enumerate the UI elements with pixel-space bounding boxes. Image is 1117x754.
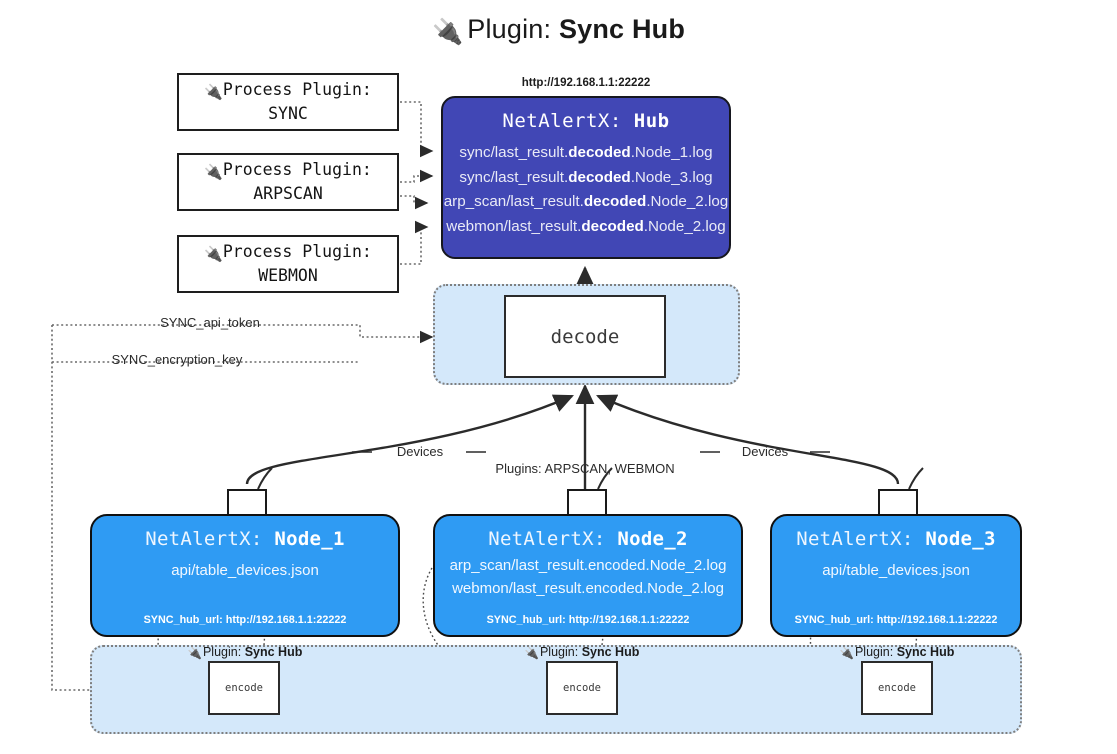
node-title: NetAlertX: Node_3 bbox=[772, 528, 1020, 550]
page-title-prefix: Plugin: bbox=[467, 14, 552, 44]
process-plugin-heading: 🔌Process Plugin: bbox=[204, 241, 372, 265]
node-title-name: Node_2 bbox=[617, 528, 688, 550]
node-title: NetAlertX: Node_1 bbox=[92, 528, 398, 550]
node-line: webmon/last_result.encoded.Node_2.log bbox=[452, 579, 724, 597]
label-sync-api-token: SYNC_api_token bbox=[160, 315, 260, 330]
node-line: arp_scan/last_result.encoded.Node_2.log bbox=[449, 557, 727, 574]
process-plugin-name: SYNC bbox=[268, 104, 308, 124]
hub-log-bold: decoded bbox=[568, 168, 631, 186]
node-title-name: Node_1 bbox=[274, 528, 345, 550]
plug-icon: 🔌 bbox=[839, 648, 854, 660]
hub-log-row: sync/last_result.decoded.Node_3.log bbox=[443, 166, 729, 191]
encode-plugin-name: Sync Hub bbox=[581, 645, 640, 659]
hub-log-post: .Node_2.log bbox=[646, 193, 729, 211]
encode-box-3[interactable]: encode bbox=[861, 661, 933, 715]
hub-log-pre: webmon/last_result. bbox=[446, 217, 582, 235]
node-footer: SYNC_hub_url: http://192.168.1.1:22222 bbox=[794, 614, 998, 626]
node-footer: SYNC_hub_url: http://192.168.1.1:22222 bbox=[486, 614, 690, 626]
hub-url-label: http://192.168.1.1:22222 bbox=[521, 77, 651, 89]
hub-log-row: webmon/last_result.decoded.Node_2.log bbox=[443, 215, 729, 240]
process-plugin-line1: Process Plugin: bbox=[222, 80, 372, 100]
node-footer: SYNC_hub_url: http://192.168.1.1:22222 bbox=[143, 614, 347, 626]
node-title: NetAlertX: Node_2 bbox=[435, 528, 741, 550]
plug-icon: 🔌 bbox=[204, 83, 223, 102]
encode-plugin-name: Sync Hub bbox=[896, 645, 955, 659]
hub-node[interactable]: NetAlertX: Hub sync/last_result.decoded.… bbox=[441, 96, 731, 259]
encode-plugin-prefix: Plugin: bbox=[202, 645, 242, 659]
node-box-node-1[interactable]: NetAlertX: Node_1 api/table_devices.json… bbox=[90, 514, 400, 637]
process-plugin-heading: 🔌Process Plugin: bbox=[204, 159, 372, 183]
process-plugin-line1: Process Plugin: bbox=[222, 242, 372, 262]
process-plugin-heading: 🔌Process Plugin: bbox=[204, 79, 372, 103]
node-title-prefix: NetAlertX: bbox=[796, 528, 914, 550]
process-plugin-name: ARPSCAN bbox=[253, 184, 323, 204]
page-title-name: Sync Hub bbox=[558, 14, 686, 44]
process-plugin-box-arpscan[interactable]: 🔌Process Plugin: ARPSCAN bbox=[177, 153, 399, 211]
hub-log-pre: arp_scan/last_result. bbox=[443, 193, 584, 211]
label-plugins: Plugins: ARPSCAN, WEBMON bbox=[495, 461, 675, 476]
node-title-name: Node_3 bbox=[925, 528, 996, 550]
hub-log-pre: sync/last_result. bbox=[459, 168, 569, 186]
plug-icon: 🔌 bbox=[431, 18, 464, 46]
hub-title: NetAlertX: Hub bbox=[443, 110, 729, 132]
label-devices-right: Devices bbox=[741, 444, 789, 459]
hub-title-prefix: NetAlertX: bbox=[502, 110, 622, 132]
process-plugin-line1: Process Plugin: bbox=[222, 160, 372, 180]
plug-icon: 🔌 bbox=[524, 648, 539, 660]
encode-plugin-name: Sync Hub bbox=[244, 645, 303, 659]
label-devices-left: Devices bbox=[396, 444, 444, 459]
encode-plugin-label-2: 🔌Plugin: Sync Hub bbox=[487, 645, 677, 660]
hub-log-post: .Node_3.log bbox=[630, 168, 713, 186]
encode-plugin-label-3: 🔌Plugin: Sync Hub bbox=[802, 645, 992, 660]
encode-plugin-label-1: 🔌Plugin: Sync Hub bbox=[150, 645, 340, 660]
hub-log-bold: decoded bbox=[583, 193, 647, 211]
encode-box-2[interactable]: encode bbox=[546, 661, 618, 715]
node-title-prefix: NetAlertX: bbox=[145, 528, 263, 550]
hub-log-list: sync/last_result.decoded.Node_1.log sync… bbox=[443, 141, 729, 240]
hub-log-row: sync/last_result.decoded.Node_1.log bbox=[443, 141, 729, 166]
node-box-node-3[interactable]: NetAlertX: Node_3 api/table_devices.json… bbox=[770, 514, 1022, 637]
plug-icon: 🔌 bbox=[204, 163, 223, 182]
hub-log-pre: sync/last_result. bbox=[459, 144, 569, 161]
process-plugin-box-webmon[interactable]: 🔌Process Plugin: WEBMON bbox=[177, 235, 399, 293]
plug-icon: 🔌 bbox=[204, 245, 223, 264]
node-line: api/table_devices.json bbox=[822, 562, 970, 579]
node-line-list: arp_scan/last_result.encoded.Node_2.log … bbox=[435, 555, 741, 601]
label-sync-encryption-key: SYNC_encryption_key bbox=[111, 352, 243, 367]
hub-log-bold: decoded bbox=[581, 217, 644, 235]
encode-plugin-prefix: Plugin: bbox=[539, 645, 579, 659]
process-plugin-box-sync[interactable]: 🔌Process Plugin: SYNC bbox=[177, 73, 399, 131]
node-box-node-2[interactable]: NetAlertX: Node_2 arp_scan/last_result.e… bbox=[433, 514, 743, 637]
plug-icon: 🔌 bbox=[187, 648, 202, 660]
process-plugin-name: WEBMON bbox=[258, 266, 318, 286]
hub-title-name: Hub bbox=[633, 110, 670, 132]
node-line-list: api/table_devices.json bbox=[92, 560, 398, 583]
hub-log-row: arp_scan/last_result.decoded.Node_2.log bbox=[443, 190, 729, 215]
decode-box[interactable]: decode bbox=[504, 295, 666, 378]
encode-box-1[interactable]: encode bbox=[208, 661, 280, 715]
node-line-list: api/table_devices.json bbox=[772, 560, 1020, 583]
hub-log-post: .Node_1.log bbox=[630, 144, 713, 161]
node-line: api/table_devices.json bbox=[171, 562, 319, 579]
page-title: 🔌Plugin: Sync Hub bbox=[0, 14, 1117, 47]
node-title-prefix: NetAlertX: bbox=[488, 528, 606, 550]
encode-plugin-prefix: Plugin: bbox=[854, 645, 894, 659]
hub-log-post: .Node_2.log bbox=[643, 217, 726, 235]
hub-log-bold: decoded bbox=[568, 144, 631, 161]
